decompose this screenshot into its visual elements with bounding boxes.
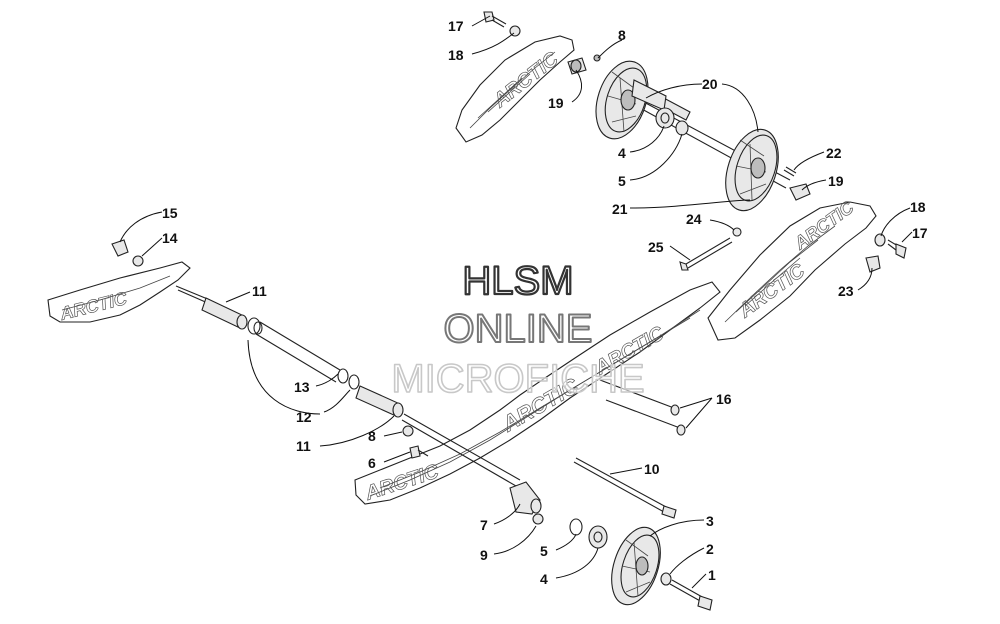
callout-1: 1 [708, 567, 716, 583]
upper-rail-rear: ARCTIC [455, 35, 575, 143]
callout-8-top: 8 [618, 27, 626, 43]
watermark-line-2: ONLINE [444, 307, 593, 351]
callout-19-top: 19 [548, 95, 564, 111]
callout-3: 3 [706, 513, 714, 529]
nut-8-lower [402, 425, 414, 437]
rear-idler-wheel-outer [725, 128, 779, 212]
long-bolt-10 [573, 457, 677, 519]
callout-20: 20 [702, 76, 718, 92]
tube-11-right [355, 385, 404, 418]
callout-16: 16 [716, 391, 732, 407]
callout-18-right: 18 [910, 199, 926, 215]
front-idler-wheel [611, 526, 661, 606]
callout-13: 13 [294, 379, 310, 395]
bolts-16 [599, 379, 686, 436]
callout-5-top: 5 [618, 173, 626, 189]
callout-10: 10 [644, 461, 660, 477]
callout-17-right: 17 [912, 225, 928, 241]
tube-11-left [201, 297, 248, 330]
adjuster-19-left [567, 57, 587, 75]
rear-bearing [655, 107, 675, 129]
callout-5-lower: 5 [540, 543, 548, 559]
watermark: HLSM ONLINE MICROFICHE [391, 258, 646, 402]
nut-24 [732, 227, 742, 237]
bolt-1 [669, 579, 713, 611]
callout-15: 15 [162, 205, 178, 221]
bracket-7 [509, 481, 542, 515]
callout-12: 12 [296, 409, 312, 425]
watermark-line-3: MICROFICHE [391, 357, 644, 401]
rear-idler-wheel-inner [595, 60, 667, 140]
bearing-4-lower [588, 525, 608, 549]
callout-7: 7 [480, 517, 488, 533]
bolt-6 [409, 445, 429, 459]
ring-12-left [247, 317, 261, 335]
rail-bolt-15 [111, 239, 129, 257]
bolt-22 [783, 166, 797, 177]
callout-18-top: 18 [448, 47, 464, 63]
callout-labels: 17 18 8 19 20 4 5 21 22 19 24 25 18 17 2… [162, 18, 928, 587]
washer-18-right [874, 233, 886, 247]
callout-17-top: 17 [448, 18, 464, 34]
callout-25: 25 [648, 239, 664, 255]
callout-4-top: 4 [618, 145, 626, 161]
callout-14: 14 [162, 230, 178, 246]
callout-23: 23 [838, 283, 854, 299]
callout-8-lower: 8 [368, 428, 376, 444]
callout-22: 22 [826, 145, 842, 161]
tube-13 [253, 321, 341, 383]
leader-lines [119, 15, 913, 589]
long-bolt-25 [679, 237, 733, 271]
washer-18-top [509, 25, 521, 37]
upper-rail-front: ARCTIC ARCTIC [707, 196, 877, 341]
nut-9 [532, 513, 544, 525]
cap-23 [865, 255, 881, 273]
callout-4-lower: 4 [540, 571, 548, 587]
upper-rail-front-decal: ARCTIC [734, 260, 809, 323]
spacer-5-lower [569, 518, 583, 536]
callout-11-right: 11 [296, 438, 311, 454]
callout-11-left: 11 [252, 283, 267, 299]
washer-2 [660, 572, 672, 586]
ring-12-right [337, 368, 360, 390]
rear-spacer [675, 120, 689, 136]
bolt-8-top [593, 54, 601, 62]
callout-21: 21 [612, 201, 628, 217]
bolt-17-right [887, 239, 907, 259]
rail-nut-14 [132, 255, 144, 267]
bolt-17-top [483, 11, 507, 28]
callout-2: 2 [706, 541, 714, 557]
callout-6: 6 [368, 455, 376, 471]
callout-9: 9 [480, 547, 488, 563]
watermark-line-1: HLSM [462, 259, 573, 303]
upper-rail-front-decal-2: ARCTIC [790, 197, 858, 254]
center-shaft [401, 413, 521, 487]
callout-24: 24 [686, 211, 702, 227]
callout-19-right: 19 [828, 173, 844, 189]
